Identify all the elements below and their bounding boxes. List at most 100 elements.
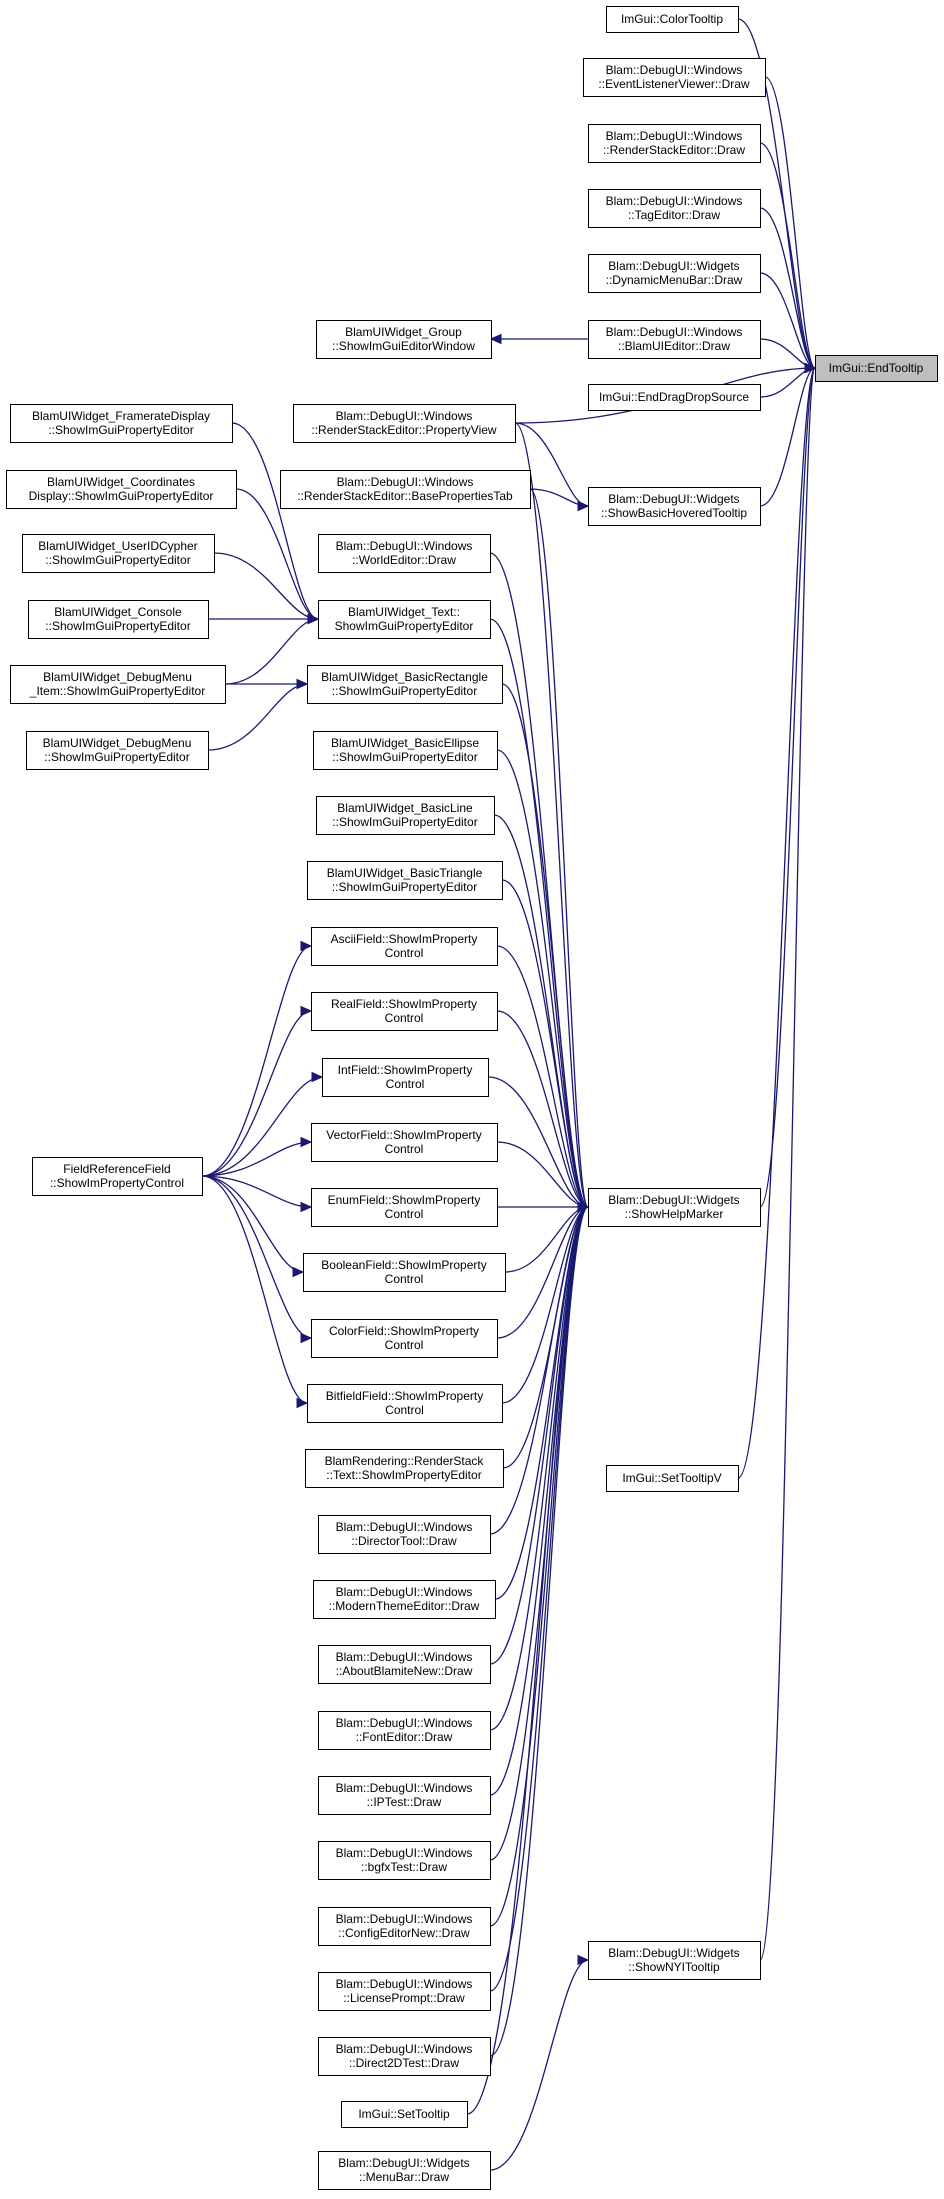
- node-field-reference[interactable]: FieldReferenceField::ShowImPropertyContr…: [32, 1157, 203, 1196]
- node-set-tooltip-v[interactable]: ImGui::SetTooltipV: [606, 1465, 739, 1492]
- node-label-line: BlamUIWidget_Text::: [348, 605, 460, 619]
- node-label-line: ::ShowImGuiPropertyEditor: [332, 750, 477, 764]
- edge-about_blamite_new-to-show_help_marker: [489, 1206, 589, 1665]
- node-event-listener-viewer[interactable]: Blam::DebugUI::Windows::EventListenerVie…: [583, 58, 766, 97]
- node-label-line: ::LicensePrompt::Draw: [343, 1991, 465, 2005]
- node-coordinates-display[interactable]: BlamUIWidget_CoordinatesDisplay::ShowImG…: [6, 470, 237, 509]
- node-user-id-cypher[interactable]: BlamUIWidget_UserIDCypher::ShowImGuiProp…: [22, 534, 215, 573]
- node-box: [318, 1711, 491, 1750]
- edge-framerate_display-to-widget_text: [231, 422, 319, 620]
- node-label-line: BlamUIWidget_UserIDCypher: [38, 539, 197, 553]
- node-debug-menu[interactable]: BlamUIWidget_DebugMenu::ShowImGuiPropert…: [26, 731, 209, 770]
- node-color-field[interactable]: ColorField::ShowImPropertyControl: [311, 1319, 498, 1358]
- node-box: [293, 404, 516, 443]
- node-label-line: ::ShowImGuiPropertyEditor: [332, 815, 477, 829]
- edge-basic_line-to-show_help_marker: [493, 814, 589, 1208]
- edge-direct2d_test-to-show_help_marker: [489, 1206, 589, 2057]
- node-modern-theme-editor[interactable]: Blam::DebugUI::Windows::ModernThemeEdito…: [313, 1580, 496, 1619]
- node-label-line: Control: [385, 1272, 424, 1286]
- edge-color_tooltip-to-end_tooltip: [737, 18, 816, 369]
- arrowhead-field_reference-to-bitfield_field: [296, 1397, 309, 1409]
- node-blam-ui-editor[interactable]: Blam::DebugUI::Windows::BlamUIEditor::Dr…: [588, 320, 761, 359]
- node-show-help-marker[interactable]: Blam::DebugUI::Widgets::ShowHelpMarker: [588, 1188, 761, 1227]
- node-label-line: ImGui::SetTooltip: [358, 2107, 450, 2121]
- node-rse-base-props[interactable]: Blam::DebugUI::Windows::RenderStackEdito…: [280, 470, 531, 509]
- node-render-stack-text[interactable]: BlamRendering::RenderStack::Text::ShowIm…: [305, 1449, 504, 1488]
- node-label-line: ::ShowImGuiPropertyEditor: [45, 619, 190, 633]
- node-basic-ellipse[interactable]: BlamUIWidget_BasicEllipse::ShowImGuiProp…: [313, 731, 498, 770]
- node-tag-editor-draw[interactable]: Blam::DebugUI::Windows::TagEditor::Draw: [588, 189, 761, 228]
- node-world-editor[interactable]: Blam::DebugUI::Windows::WorldEditor::Dra…: [318, 534, 491, 573]
- node-menu-bar[interactable]: Blam::DebugUI::Widgets::MenuBar::Draw: [318, 2151, 491, 2190]
- node-set-tooltip[interactable]: ImGui::SetTooltip: [341, 2101, 468, 2128]
- edge-tag_editor_draw-to-end_tooltip: [759, 207, 816, 369]
- node-box: [6, 470, 237, 509]
- node-end-tooltip[interactable]: ImGui::EndTooltip: [815, 355, 938, 382]
- node-box: [588, 189, 761, 228]
- node-label-line: ::WorldEditor::Draw: [352, 553, 456, 567]
- node-widget-console[interactable]: BlamUIWidget_Console::ShowImGuiPropertyE…: [28, 600, 209, 639]
- arrowhead-field_reference-to-real_field: [300, 1005, 313, 1017]
- node-box: [318, 1841, 491, 1880]
- node-ascii-field[interactable]: AsciiField::ShowImPropertyControl: [311, 927, 498, 966]
- node-basic-triangle[interactable]: BlamUIWidget_BasicTriangle::ShowImGuiPro…: [307, 861, 503, 900]
- node-label-line: Blam::DebugUI::Windows: [336, 409, 473, 423]
- node-real-field[interactable]: RealField::ShowImPropertyControl: [311, 992, 498, 1031]
- node-font-editor[interactable]: Blam::DebugUI::Windows::FontEditor::Draw: [318, 1711, 491, 1750]
- node-rse-property-view[interactable]: Blam::DebugUI::Windows::RenderStackEdito…: [293, 404, 516, 443]
- node-render-stack-editor-draw[interactable]: Blam::DebugUI::Windows::RenderStackEdito…: [588, 124, 761, 163]
- node-framerate-display[interactable]: BlamUIWidget_FramerateDisplay::ShowImGui…: [10, 404, 233, 443]
- node-label-line: BlamUIWidget_DebugMenu: [43, 736, 192, 750]
- node-label-line: ShowImGuiPropertyEditor: [335, 619, 474, 633]
- node-box: [588, 487, 761, 526]
- node-box: [588, 1188, 761, 1227]
- node-bgfx-test[interactable]: Blam::DebugUI::Windows::bgfxTest::Draw: [318, 1841, 491, 1880]
- node-label-line: Blam::DebugUI::Widgets: [608, 1193, 739, 1207]
- node-config-editor-new[interactable]: Blam::DebugUI::Windows::ConfigEditorNew:…: [318, 1907, 491, 1946]
- node-label-line: BlamUIWidget_BasicLine: [337, 801, 473, 815]
- node-int-field[interactable]: IntField::ShowImPropertyControl: [322, 1058, 489, 1097]
- node-box: [318, 2037, 491, 2076]
- node-color-tooltip[interactable]: ImGui::ColorTooltip: [606, 6, 739, 33]
- node-label-line: ::DirectorTool::Draw: [351, 1534, 457, 1548]
- node-about-blamite-new[interactable]: Blam::DebugUI::Windows::AboutBlamiteNew:…: [318, 1645, 491, 1684]
- node-box: [318, 534, 491, 573]
- node-dynamic-menu-bar[interactable]: Blam::DebugUI::Widgets::DynamicMenuBar::…: [588, 254, 761, 293]
- node-vector-field[interactable]: VectorField::ShowImPropertyControl: [311, 1123, 498, 1162]
- node-box: [318, 1907, 491, 1946]
- node-label-line: ImGui::ColorTooltip: [621, 12, 723, 26]
- node-label-line: Blam::DebugUI::Widgets: [608, 259, 739, 273]
- node-widget-text[interactable]: BlamUIWidget_Text::ShowImGuiPropertyEdit…: [318, 600, 491, 639]
- edge-ascii_field-to-show_help_marker: [496, 945, 589, 1208]
- node-box: [311, 927, 498, 966]
- node-bitfield-field[interactable]: BitfieldField::ShowImPropertyControl: [307, 1384, 503, 1423]
- node-label-line: Blam::DebugUI::Windows: [606, 194, 743, 208]
- node-debug-menu-item[interactable]: BlamUIWidget_DebugMenu_Item::ShowImGuiPr…: [10, 665, 226, 704]
- node-widget-group[interactable]: BlamUIWidget_Group::ShowImGuiEditorWindo…: [316, 320, 492, 359]
- node-label-line: ::ShowImGuiPropertyEditor: [332, 880, 477, 894]
- node-box: [318, 1776, 491, 1815]
- node-ip-test[interactable]: Blam::DebugUI::Windows::IPTest::Draw: [318, 1776, 491, 1815]
- node-basic-line[interactable]: BlamUIWidget_BasicLine::ShowImGuiPropert…: [316, 796, 495, 835]
- node-show-nyi-tooltip[interactable]: Blam::DebugUI::Widgets::ShowNYITooltip: [588, 1941, 761, 1980]
- edge-director_tool-to-show_help_marker: [489, 1206, 589, 1535]
- node-license-prompt[interactable]: Blam::DebugUI::Windows::LicensePrompt::D…: [318, 1972, 491, 2011]
- node-enum-field[interactable]: EnumField::ShowImPropertyControl: [311, 1188, 498, 1227]
- node-label-line: ::ShowImPropertyControl: [50, 1176, 184, 1190]
- node-direct2d-test[interactable]: Blam::DebugUI::Windows::Direct2DTest::Dr…: [318, 2037, 491, 2076]
- node-label-line: Control: [385, 1142, 424, 1156]
- node-end-drag-drop[interactable]: ImGui::EndDragDropSource: [588, 384, 761, 411]
- edge-set_tooltip_v-to-end_tooltip: [737, 367, 816, 1479]
- node-show-basic-hovered[interactable]: Blam::DebugUI::Widgets::ShowBasicHovered…: [588, 487, 761, 526]
- arrowhead-show_nyi_tooltip-to-end_tooltip: [804, 362, 817, 374]
- node-director-tool[interactable]: Blam::DebugUI::Windows::DirectorTool::Dr…: [318, 1515, 491, 1554]
- node-label-line: Blam::DebugUI::Windows: [606, 325, 743, 339]
- node-boolean-field[interactable]: BooleanField::ShowImPropertyControl: [303, 1253, 506, 1292]
- node-label-line: ::bgfxTest::Draw: [361, 1860, 447, 1874]
- edge-debug_menu_item-to-widget_text: [224, 618, 319, 685]
- node-basic-rectangle[interactable]: BlamUIWidget_BasicRectangle::ShowImGuiPr…: [307, 665, 503, 704]
- edge-event_listener_viewer-to-end_tooltip: [764, 76, 816, 369]
- node-label-line: VectorField::ShowImProperty: [326, 1128, 481, 1142]
- node-label-line: BooleanField::ShowImProperty: [321, 1258, 486, 1272]
- node-label-line: ::AboutBlamiteNew::Draw: [336, 1664, 473, 1678]
